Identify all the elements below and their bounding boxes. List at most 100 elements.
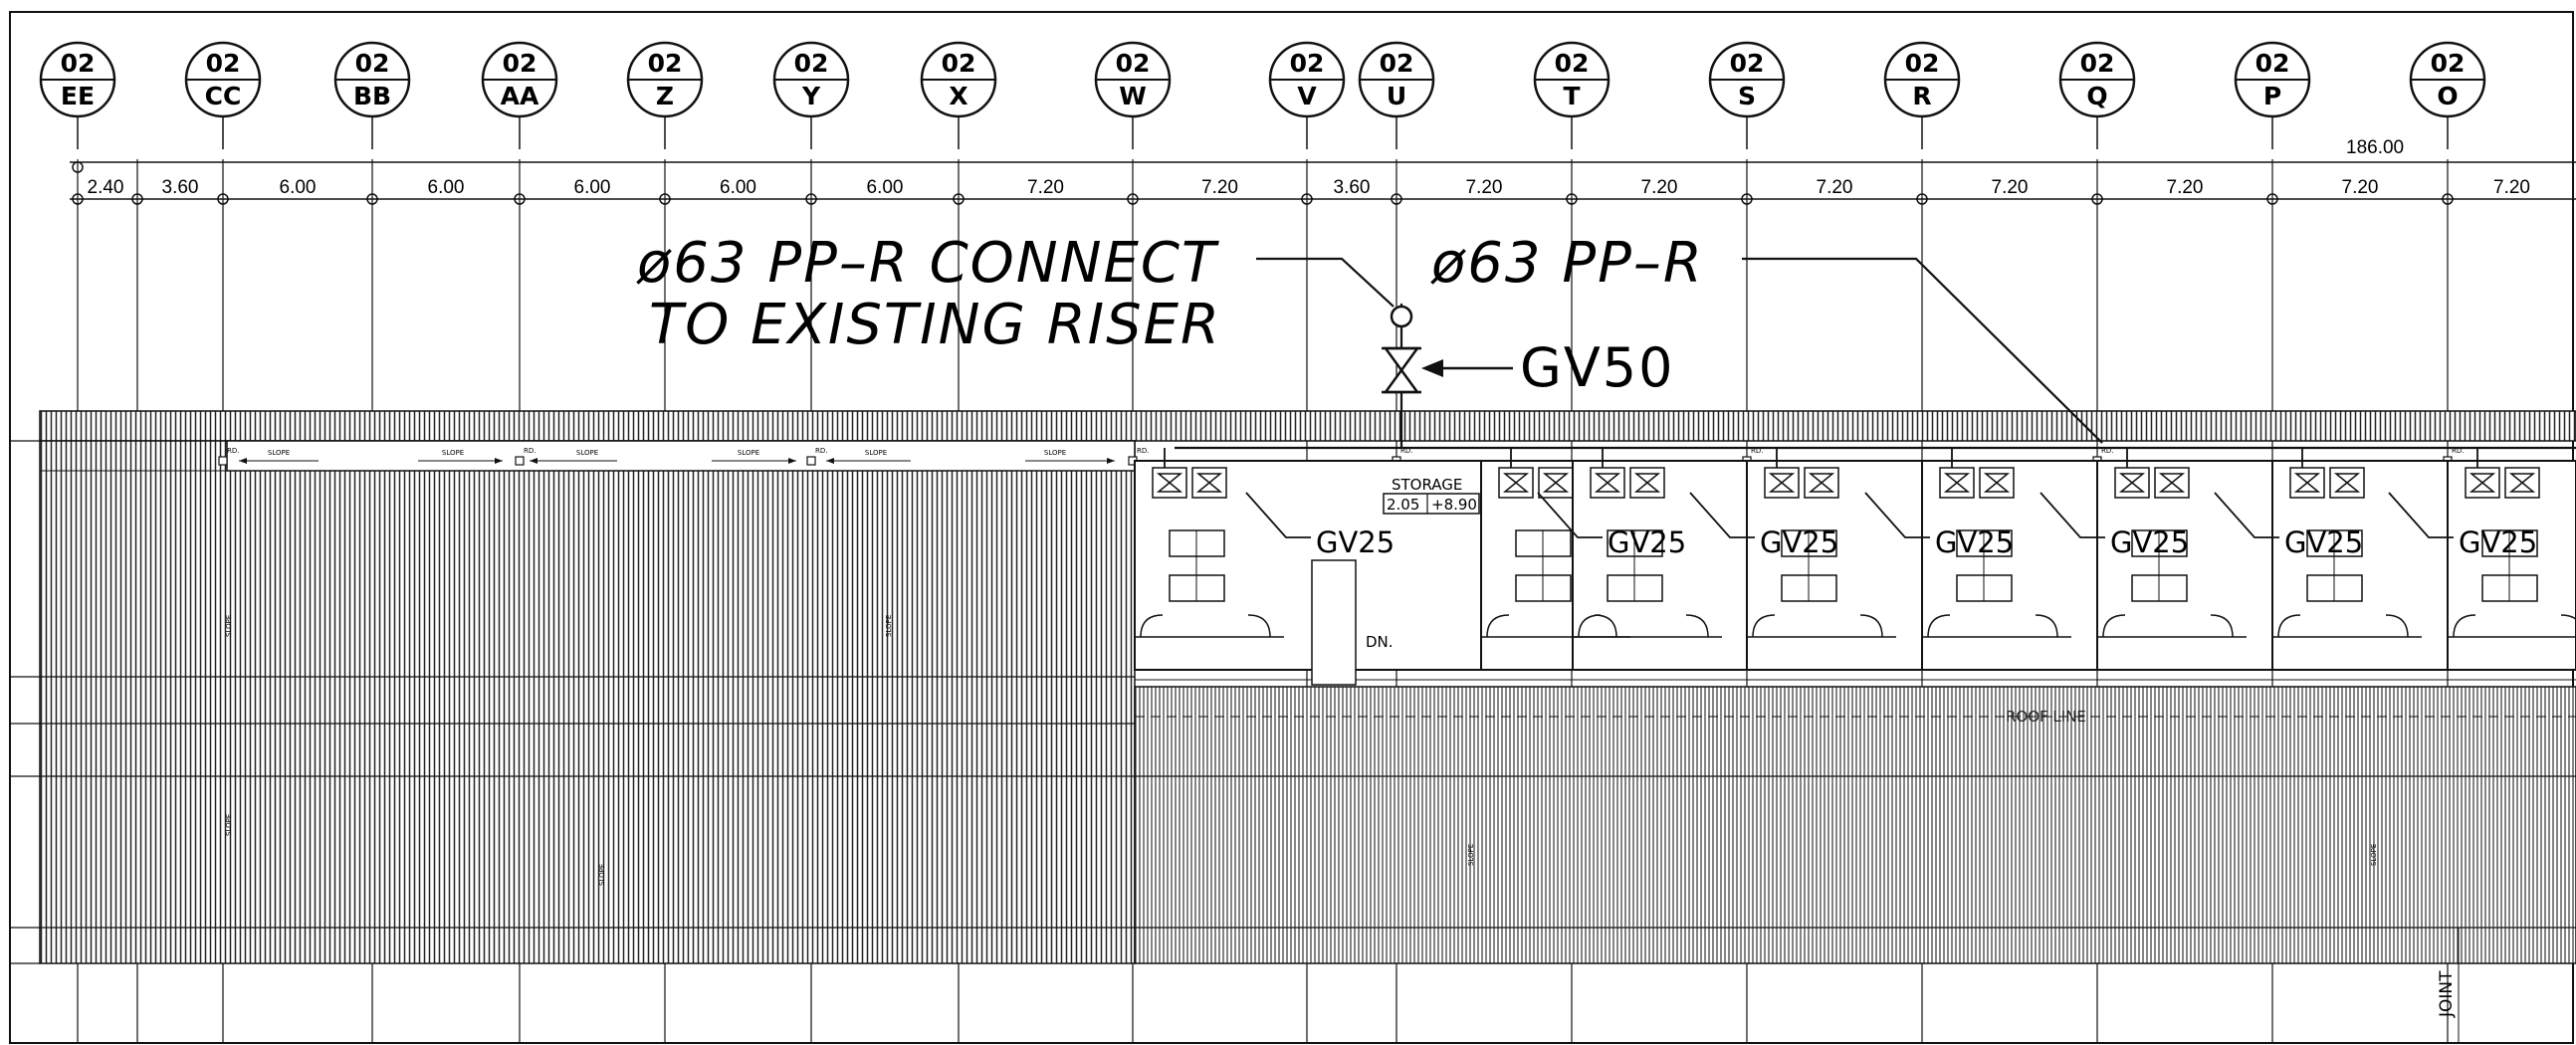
gv50-label: GV50 (1520, 336, 1675, 399)
door-swing (2560, 614, 2576, 621)
grid-bubble-number: 02 (2255, 49, 2290, 78)
door-swing (1486, 614, 1510, 638)
door-swing (2385, 614, 2409, 638)
connect-note-line1: ø63 PP–R CONNECT (636, 231, 1219, 296)
grid-bubble-s: 02S (1708, 41, 1786, 149)
fixture-valve (1195, 473, 1223, 484)
existing-riser-symbol (1390, 305, 1413, 328)
fixture-valve (1768, 482, 1796, 493)
gv25-leader (2214, 492, 2279, 538)
slope-label-vertical: SLOPE (225, 814, 233, 836)
grid-bubble-q: 02Q (2058, 41, 2136, 149)
fixture-valve (2469, 482, 2496, 493)
grid-bubble-letter: U (1387, 82, 1406, 110)
gutter-strip (226, 440, 1136, 472)
sanitary-fixture (2289, 467, 2325, 499)
grid-bubble-v: 02V (1268, 41, 1346, 149)
grid-bubble-number: 02 (648, 49, 683, 78)
fixture-valve (2158, 482, 2186, 493)
stair (1311, 559, 1357, 686)
bay-dimension-text: 3.60 (162, 177, 199, 198)
slope-arrow: SLOPE (418, 449, 503, 464)
bay-dimension-text: 7.20 (2493, 177, 2530, 198)
grid-bubble-w: 02W (1094, 41, 1172, 149)
fixture-valve (2293, 473, 2321, 484)
grid-bubble-number: 02 (794, 49, 829, 78)
sanitary-fixture (2154, 467, 2190, 499)
storage-tag: 2.05 (1387, 496, 1419, 514)
fixture-valve (1808, 473, 1835, 484)
fixture-valve (1633, 473, 1661, 484)
slope-arrow-head (788, 458, 796, 464)
fixture-valve (2118, 482, 2146, 493)
gv25-leader (2039, 492, 2105, 538)
roof-line-label: ROOF LINE (2006, 708, 2086, 726)
fixture-valve (2158, 473, 2186, 484)
door-swing (1859, 614, 1883, 638)
grid-bubble-letter: Y (801, 82, 821, 110)
storage-room: STORAGE 2.05 +8.90 DN. (1311, 476, 1480, 686)
gv50-arrow (1421, 359, 1443, 377)
toilet-block (2271, 448, 2422, 670)
gv25-leader (1689, 492, 1755, 538)
slope-label: SLOPE (442, 449, 464, 457)
roof-drain-label: RD. (2101, 447, 2113, 455)
gv25-branch: GV25 (2388, 492, 2537, 559)
bay-dimension-text: 7.20 (1466, 177, 1503, 198)
bay-dimension-text: 7.20 (1201, 177, 1238, 198)
grid-bubble-number: 02 (503, 49, 537, 78)
grid-bubble-o: 02O (2409, 41, 2486, 149)
slope-label: SLOPE (738, 449, 759, 457)
fixture-valve (1983, 473, 2011, 484)
toilet-block (1134, 448, 1284, 670)
toilet-cubicles (1134, 448, 2576, 670)
slope-label: SLOPE (268, 449, 290, 457)
gv25-label: GV25 (1935, 525, 2014, 559)
gv25-leader (1245, 492, 1311, 538)
pipe-network: GV50 ø63 PP–R CONNECT TO EXISTING RISER … (636, 231, 2576, 450)
bay-dimension-text: 6.00 (720, 177, 756, 198)
gv25-label: GV25 (2284, 525, 2363, 559)
grid-bubble-letter: S (1738, 82, 1756, 110)
roof-drain-label: RD. (524, 447, 536, 455)
fixture-valve (2333, 473, 2361, 484)
slope-arrow-head (239, 458, 247, 464)
pipe-note-leader (1742, 257, 2103, 444)
storage-name: STORAGE (1392, 476, 1462, 494)
grid-bubble-number: 02 (1555, 49, 1590, 78)
overall-dimension-text: 186.00 (2346, 137, 2404, 158)
slope-label-vertical: SLOPE (2370, 844, 2378, 866)
gv25-leader (2388, 492, 2454, 538)
grid-bubble-letter: V (1297, 82, 1317, 110)
grid-bubble-letter: CC (205, 82, 242, 110)
grid-bubble-p: 02P (2234, 41, 2311, 149)
roof-drain (218, 456, 228, 466)
gv25-label: GV25 (2110, 525, 2189, 559)
slope-label-vertical: SLOPE (225, 615, 233, 637)
roof-area (10, 410, 2576, 964)
door-swing (2210, 614, 2234, 638)
fixture-valve (1156, 473, 1183, 484)
gv25-branch: GV25 (1245, 492, 1395, 559)
grid-bubble-letter: BB (353, 82, 391, 110)
toilet-block (1921, 448, 2071, 670)
door-swing (1927, 614, 1951, 638)
toilet-block (2447, 448, 2576, 670)
fixture-valve (2333, 482, 2361, 493)
fixture-valve (2293, 482, 2321, 493)
grid-bubble-letter: Q (2086, 82, 2107, 110)
gv25-label: GV25 (1608, 525, 1686, 559)
storage-level: +8.90 (1431, 496, 1477, 514)
bay-dimension-text: 7.20 (1641, 177, 1678, 198)
slope-arrow-head (530, 458, 537, 464)
slope-arrow: SLOPE (1025, 449, 1115, 464)
roof-drain-label: RD. (2452, 447, 2464, 455)
grid-bubble-number: 02 (942, 49, 976, 78)
grid-bubble-letter: EE (61, 82, 95, 110)
bay-dimension-text: 3.60 (1334, 177, 1371, 198)
door-swing (2102, 614, 2126, 638)
slope-label-vertical: SLOPE (598, 864, 606, 886)
bay-dimension-text: 6.00 (574, 177, 611, 198)
